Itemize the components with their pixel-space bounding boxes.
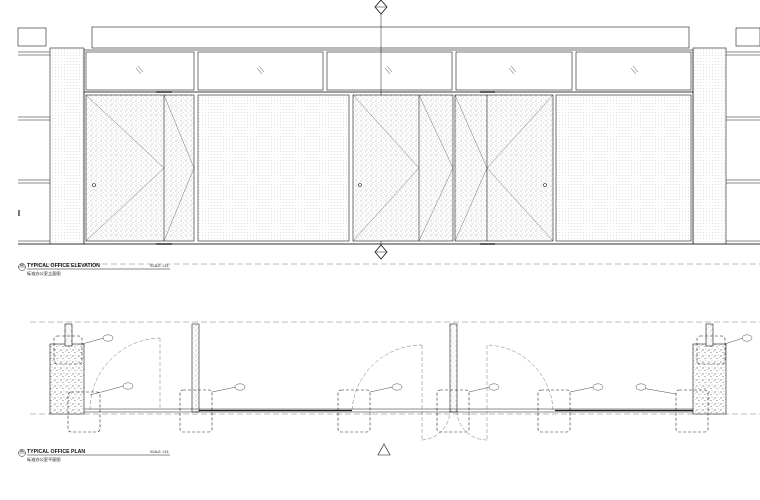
plan-detail-boxes xyxy=(53,335,726,433)
elevation-scale: SCALE: 1:15 xyxy=(150,264,169,268)
plan-scale: SCALE: 1:15 xyxy=(150,450,169,454)
plan-elevation-reference xyxy=(377,443,391,456)
elevation-subtitle: 标准办公室立面图 xyxy=(27,270,61,277)
section-marker-top xyxy=(374,0,388,15)
plan-title: TYPICAL OFFICE PLAN xyxy=(27,449,85,455)
elevation-door-left xyxy=(85,91,195,245)
plan-wall-left xyxy=(49,343,85,415)
plan-number: 01 xyxy=(20,449,24,453)
plan-partition-left xyxy=(191,323,200,413)
plan-door-swing-center-right xyxy=(456,344,554,441)
clerestory-glazing xyxy=(83,49,694,93)
elevation-door-center xyxy=(352,94,454,242)
elevation-number: 02 xyxy=(20,263,24,267)
plan-detail-callouts xyxy=(81,334,753,396)
plan-title-block: 01 TYPICAL OFFICE PLAN SCALE: 1:15 标准办公室… xyxy=(18,449,170,463)
elevation-title: TYPICAL OFFICE ELEVATION xyxy=(27,263,100,269)
plan-door-swing-left xyxy=(89,337,161,411)
column-right xyxy=(692,47,727,245)
plan-wall-right xyxy=(692,343,727,415)
section-marker-bottom xyxy=(374,244,388,260)
elevation-title-block: 02 TYPICAL OFFICE ELEVATION SCALE: 1:15 … xyxy=(18,263,170,277)
plan-drawing xyxy=(30,321,760,456)
adjacent-wall-left xyxy=(17,27,50,245)
plan-subtitle: 标准办公室平面图 xyxy=(27,456,61,463)
plan-partition-center xyxy=(449,323,458,413)
plan-glazing-line xyxy=(84,408,693,413)
column-left xyxy=(49,47,85,245)
ceiling-bulkhead xyxy=(91,26,690,49)
elevation-fixed-glass-right xyxy=(555,94,692,242)
elevation-fixed-glass-left xyxy=(197,94,350,242)
elevation-door-center-right xyxy=(454,91,554,245)
plan-door-swing-center-left xyxy=(351,344,451,441)
adjacent-wall-right xyxy=(726,27,760,245)
elevation-drawing xyxy=(17,0,760,265)
